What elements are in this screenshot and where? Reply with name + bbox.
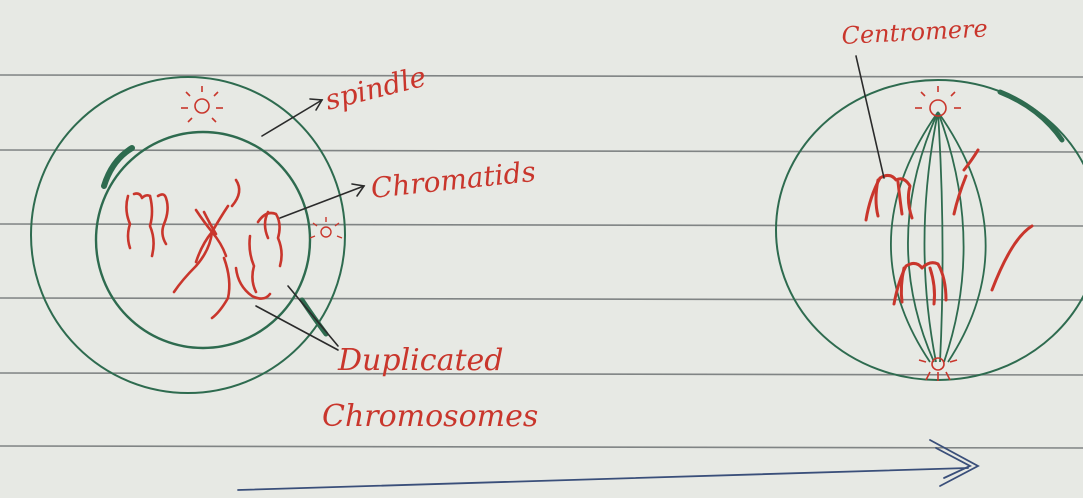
pole-top-icon bbox=[915, 86, 961, 116]
spindle-fibres bbox=[891, 112, 986, 362]
centrosome-top-icon bbox=[181, 86, 223, 122]
centrosome-right-icon bbox=[310, 217, 342, 238]
metaphase-cell bbox=[776, 80, 1083, 381]
label-chromatids: Chromatids bbox=[369, 155, 537, 205]
ruled-lines bbox=[0, 75, 1083, 448]
label-duplicated: Duplicated bbox=[337, 343, 503, 378]
label-centromere: Centromere bbox=[841, 14, 988, 50]
duplicated-chromosomes bbox=[126, 180, 281, 318]
prophase-cell bbox=[31, 77, 345, 393]
label-spindle: spindle bbox=[322, 60, 430, 117]
cell-membrane bbox=[31, 77, 345, 393]
label-chromosomes: Chromosomes bbox=[322, 399, 538, 434]
pole-bottom-icon bbox=[919, 358, 957, 381]
